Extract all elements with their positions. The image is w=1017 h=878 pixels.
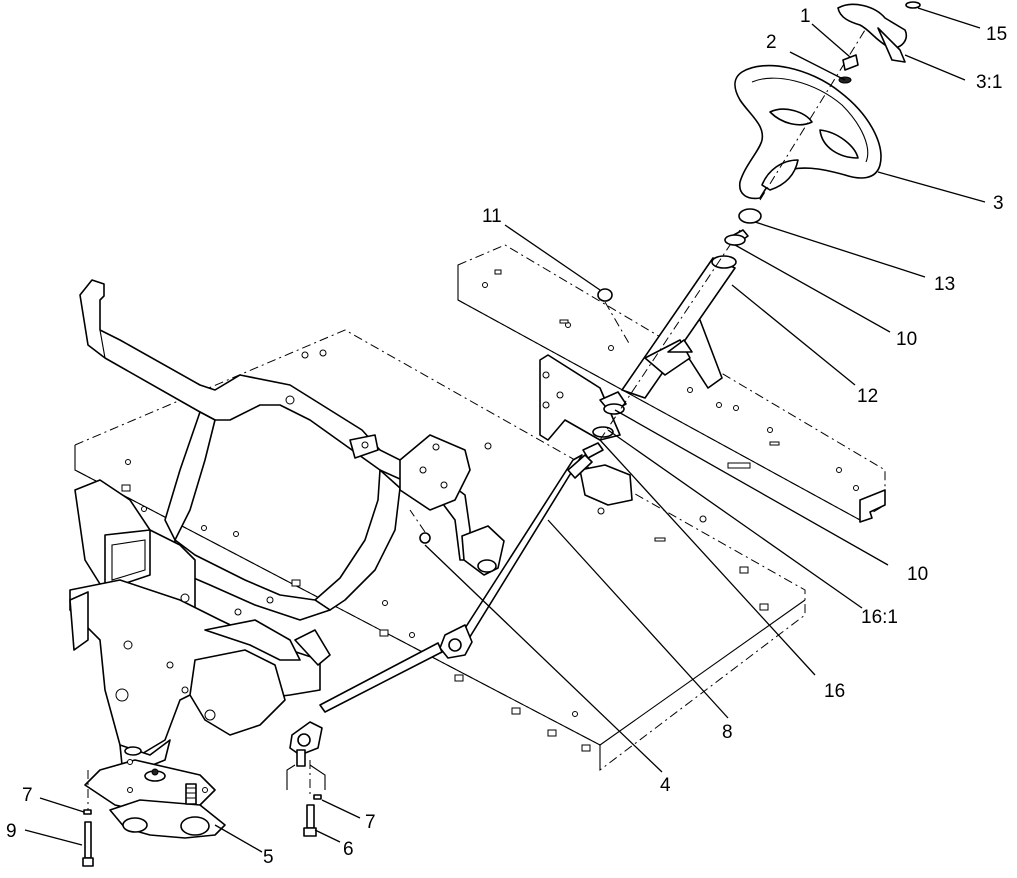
steering-column	[592, 208, 762, 441]
callout-11: 11	[482, 206, 502, 227]
rear-frame-plate	[74, 329, 806, 772]
callout-13: 13	[934, 274, 955, 295]
callout-labels: 1 2 15 3:1 3 11 13 10 12 10 16:1 16 8 4 …	[6, 6, 1007, 868]
callout-1: 1	[800, 6, 811, 27]
right-frame-channel	[457, 244, 886, 523]
steering-wheel	[734, 64, 882, 200]
steering-gear-assembly	[84, 759, 226, 839]
callout-10-lower: 10	[907, 564, 928, 585]
callout-12: 12	[857, 386, 878, 407]
callout-5: 5	[263, 847, 274, 868]
intermediate-shaft	[286, 442, 604, 790]
wheel-hardware	[759, 1, 921, 201]
callout-6: 6	[343, 839, 354, 860]
front-chassis	[69, 479, 331, 771]
callout-15: 15	[986, 24, 1007, 45]
callout-3-1: 3:1	[976, 72, 1002, 93]
callout-2: 2	[766, 32, 777, 53]
callout-16-1: 16:1	[861, 607, 898, 628]
callout-9: 9	[6, 821, 17, 842]
callout-16: 16	[824, 681, 845, 702]
callout-3: 3	[993, 193, 1004, 214]
bolt-and-nut	[409, 288, 631, 544]
callout-7-right: 7	[365, 812, 376, 833]
callout-4: 4	[660, 775, 671, 796]
callout-8: 8	[722, 722, 733, 743]
callout-10-upper: 10	[896, 329, 917, 350]
leader-lines	[24, 7, 986, 853]
front-frame-bracket	[79, 279, 505, 621]
callout-7-left: 7	[22, 785, 33, 806]
